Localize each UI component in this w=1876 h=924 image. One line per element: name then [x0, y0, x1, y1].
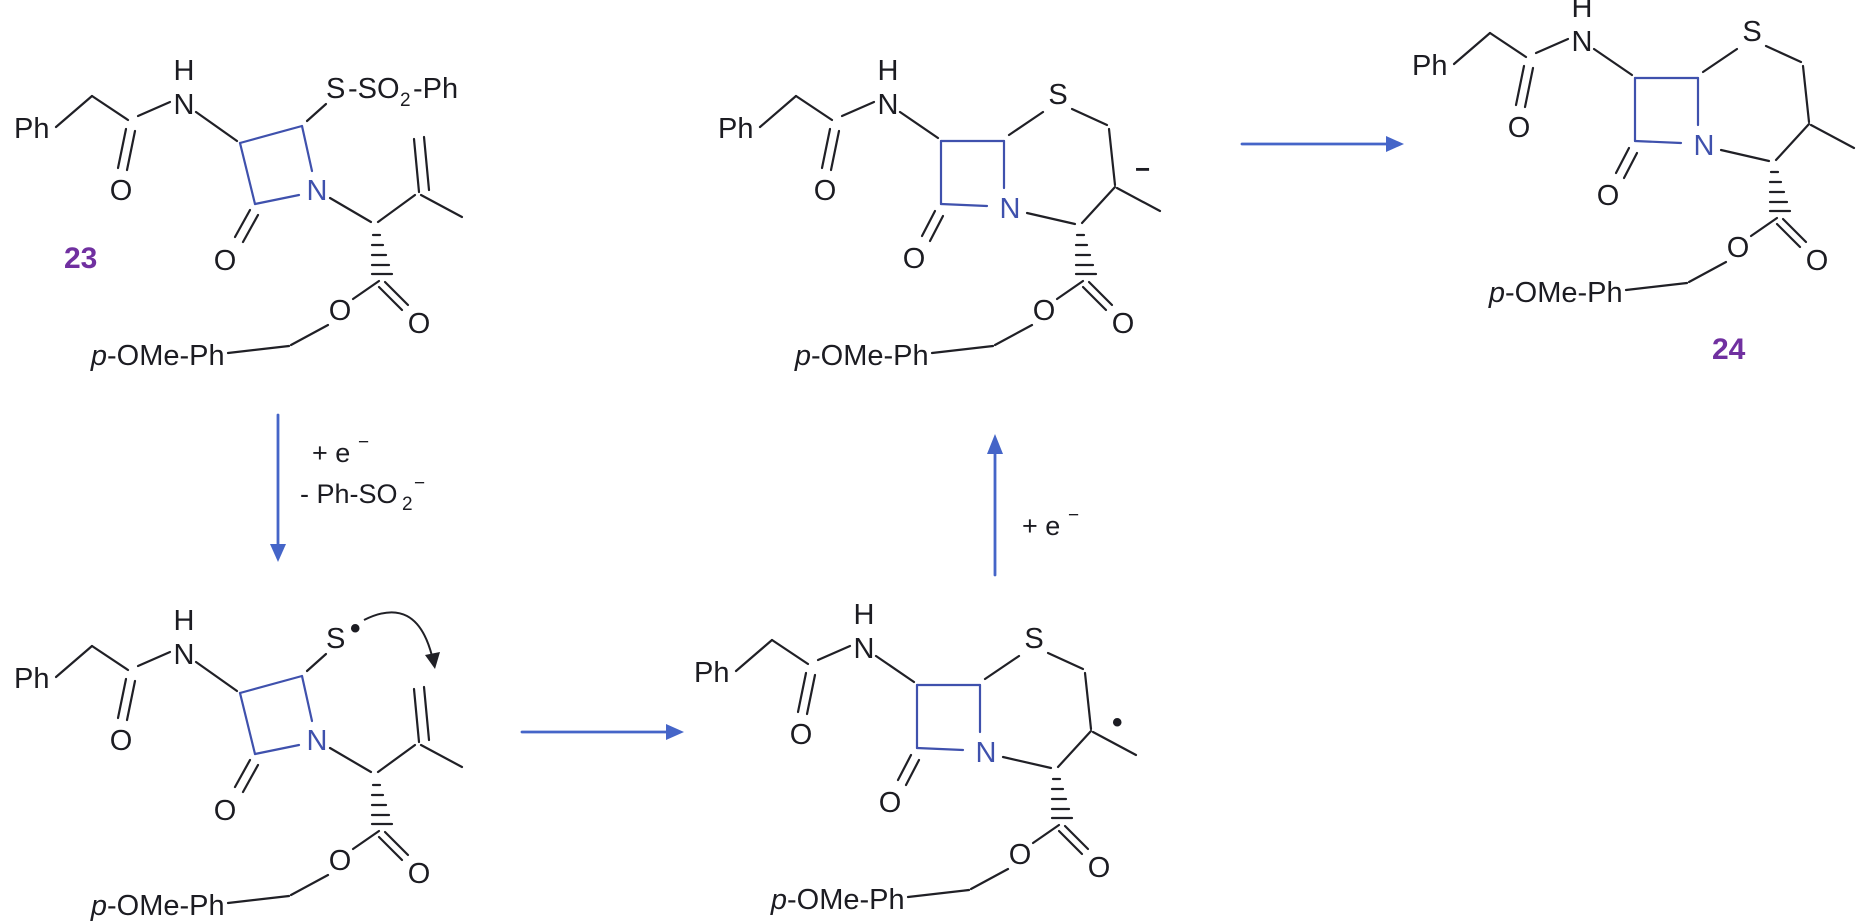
arrow-head-icon	[1386, 136, 1404, 152]
step1-arrow: + e − - Ph-SO 2 −	[270, 413, 425, 562]
radical-dot: •	[350, 612, 361, 645]
condition-electron-charge: −	[1068, 505, 1079, 526]
curved-arrow-head-icon	[425, 652, 440, 669]
curved-arrow	[363, 611, 433, 657]
carbon-radical-structure	[692, 597, 1138, 918]
condition-loss-charge: −	[414, 473, 425, 494]
arrow-head-icon	[270, 544, 286, 562]
compound-number-23: 23	[64, 242, 97, 275]
sulfone-phenyl-label: -Ph	[413, 73, 458, 105]
sulfone-label: -SO	[348, 73, 400, 105]
step4-arrow	[1240, 136, 1404, 152]
thiyl-radical-intermediate: •	[12, 603, 464, 924]
compound-24: 24	[1410, 0, 1856, 366]
condition-electron-charge: −	[358, 432, 369, 453]
carbanion-structure	[716, 53, 1162, 374]
condition-loss-subscript: 2	[402, 494, 413, 515]
condition-loss: - Ph-SO	[300, 479, 398, 509]
compound-24-structure	[1410, 0, 1856, 311]
condition-electron: + e	[1022, 511, 1060, 541]
step2-arrow	[520, 724, 684, 740]
radical-cyclized-intermediate: •	[692, 597, 1138, 918]
radical-dot: •	[1112, 706, 1123, 739]
arrow-head-icon	[987, 434, 1003, 454]
thiyl-radical-structure	[12, 603, 464, 924]
anion-charge-label: −	[1135, 154, 1150, 184]
compound-23: -SO 2 -Ph 23	[12, 53, 464, 374]
condition-electron: + e	[312, 438, 350, 468]
step3-arrow: + e −	[987, 434, 1079, 577]
arrow-head-icon	[666, 724, 684, 740]
sulfone-subscript: 2	[400, 90, 411, 111]
carbanion-intermediate: −	[716, 53, 1162, 374]
compound-number-24: 24	[1712, 333, 1746, 366]
